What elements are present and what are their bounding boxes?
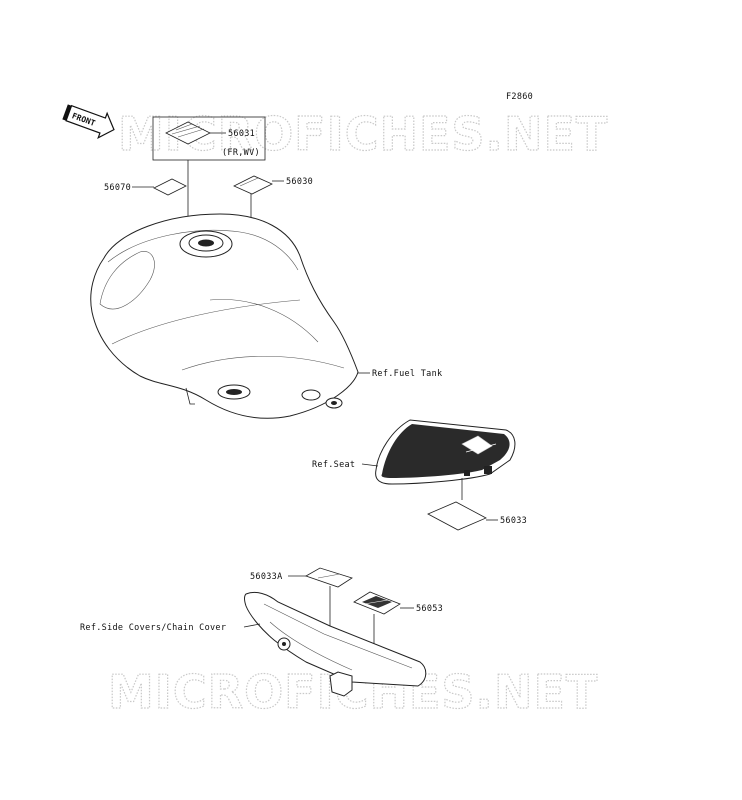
figure-code: F2860 (506, 92, 533, 102)
label-56033A: 56033A (250, 572, 283, 582)
label-ref-seat: Ref.Seat (312, 460, 355, 470)
decal-56031-icon (165, 121, 211, 145)
label-group-box (152, 116, 266, 161)
label-56033: 56033 (500, 516, 527, 526)
seat (375, 419, 516, 485)
label-56031: 56031 (228, 129, 255, 139)
front-arrow-icon: FRONT (62, 104, 115, 139)
decal-56053-icon (353, 591, 401, 615)
label-56031-note: (FR,WV) (222, 148, 260, 158)
chain-cover (244, 591, 427, 697)
label-ref-fuel-tank: Ref.Fuel Tank (372, 369, 442, 379)
label-56070: 56070 (104, 183, 131, 193)
label-56053: 56053 (416, 604, 443, 614)
watermark-top: MICROFICHES.NET (118, 107, 608, 161)
decal-56033-icon (427, 501, 487, 531)
fuel-tank (90, 213, 359, 419)
decal-56033A-icon (305, 567, 353, 588)
decal-56070-icon (153, 178, 187, 196)
decal-56030-icon (233, 175, 273, 195)
label-ref-side-covers: Ref.Side Covers/Chain Cover (80, 623, 226, 633)
label-56030: 56030 (286, 177, 313, 187)
